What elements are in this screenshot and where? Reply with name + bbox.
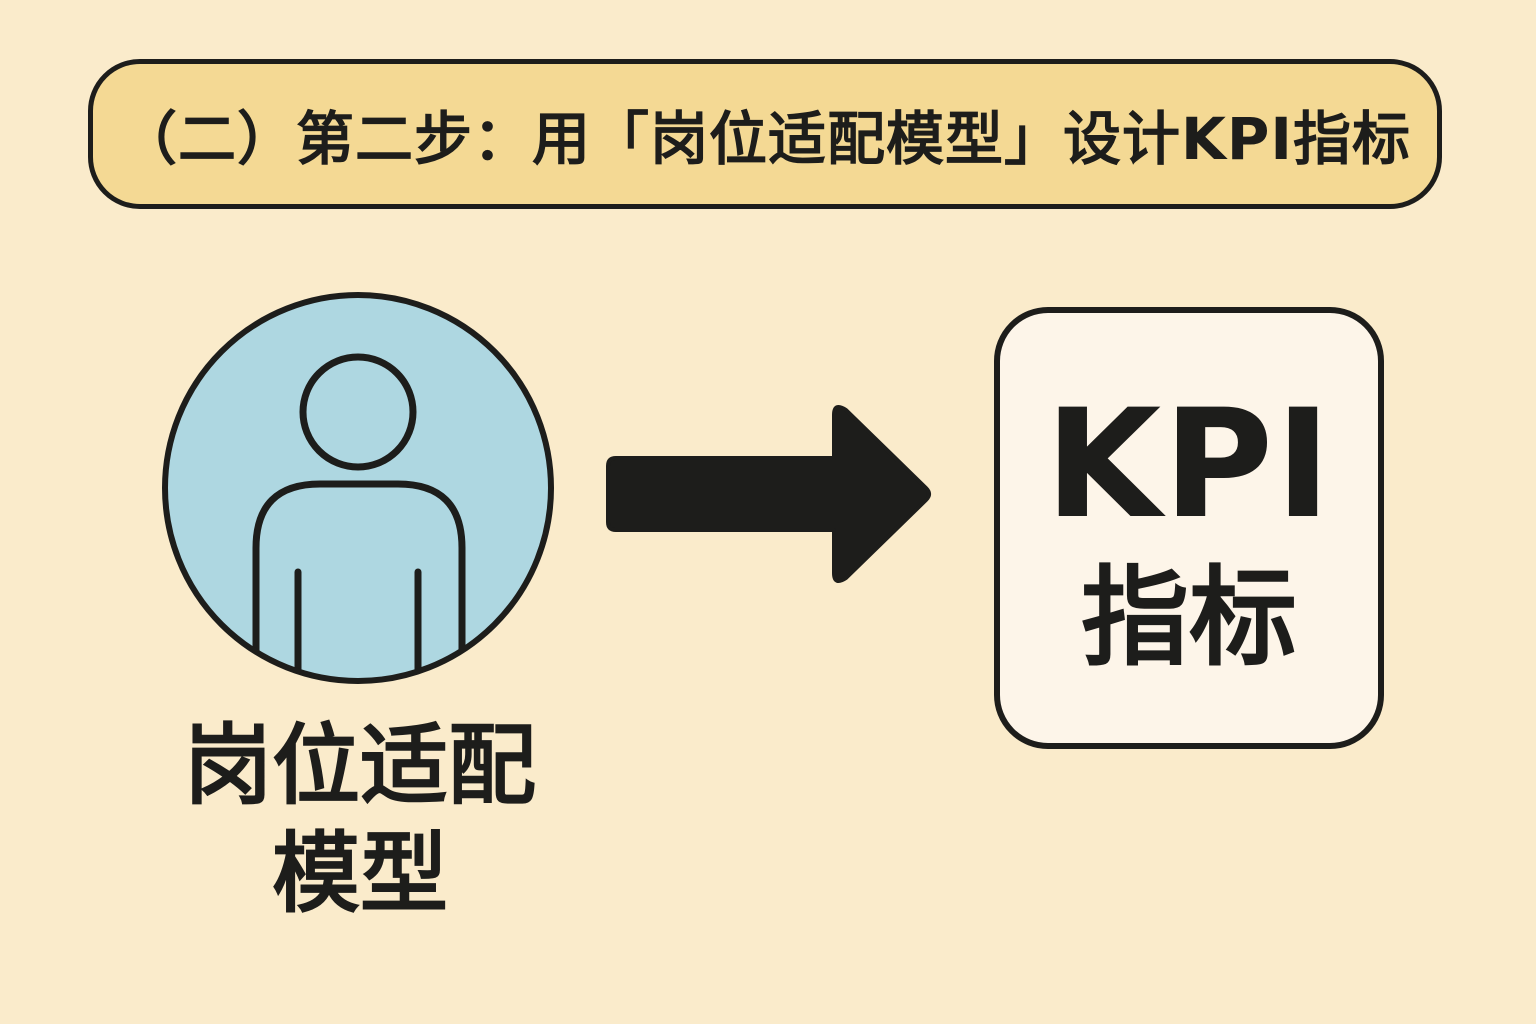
kpi-sub-text: 指标 (1080, 556, 1297, 681)
page-title: （二）第二步：用「岗位适配模型」设计KPI指标 (118, 105, 1412, 173)
job-fit-model-label-line1: 岗位适配 (183, 714, 536, 817)
person-icon (162, 292, 554, 684)
job-fit-model-label-line2: 模型 (271, 822, 448, 925)
title-banner: （二）第二步：用「岗位适配模型」设计KPI指标 (88, 59, 1442, 209)
kpi-main-text: KPI (1045, 378, 1333, 552)
kpi-box: KPI 指标 (994, 307, 1384, 749)
arrow-right-icon (606, 404, 931, 584)
job-fit-model-label: 岗位适配 模型 (150, 712, 570, 928)
